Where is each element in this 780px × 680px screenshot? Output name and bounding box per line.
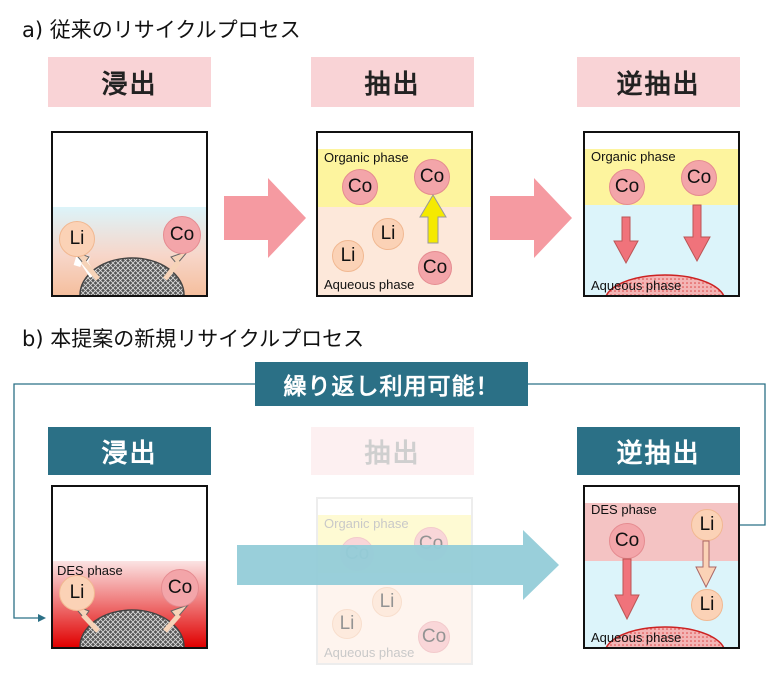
co-ion: Co: [681, 160, 717, 196]
li-ion: Li: [332, 609, 362, 639]
li-ion: Li: [691, 509, 723, 541]
stage-b-extraction: 抽出: [311, 427, 474, 475]
process-arrow-a2: [490, 178, 572, 258]
li-ion: Li: [59, 575, 95, 611]
transfer-arrow-up: [419, 194, 447, 244]
section-b-heading: b) 本提案の新規リサイクルプロセス: [22, 327, 365, 351]
co-ion: Co: [414, 159, 450, 195]
stage-a-extraction: 抽出: [311, 57, 474, 107]
aqueous-phase-label: Aqueous phase: [591, 630, 682, 645]
organic-phase-label: Organic phase: [324, 516, 409, 531]
reusable-banner: 繰り返し利用可能！: [255, 362, 528, 406]
stripping-arrows: [605, 540, 725, 647]
aqueous-phase-label: Aqueous phase: [324, 277, 415, 292]
li-ion: Li: [691, 589, 723, 621]
cathode-material: [71, 603, 190, 647]
organic-phase-label: Organic phase: [591, 149, 676, 164]
li-ion: Li: [372, 218, 404, 250]
leaching-vessel-b: DES phase Li Co: [51, 485, 208, 649]
process-arrow-a1: [224, 178, 306, 258]
co-ion: Co: [418, 621, 450, 653]
extraction-vessel-a: Organic phase Co Co Li Li Co Aqueous pha…: [316, 131, 473, 297]
co-ion: Co: [163, 216, 201, 254]
leaching-vessel-a: Li Co: [51, 131, 208, 297]
li-ion: Li: [332, 240, 364, 272]
stage-b-leaching: 浸出: [48, 427, 211, 475]
precipitation-arrows: [605, 204, 725, 295]
stripping-vessel-b: DES phase Co Li Li Aqueous phase: [583, 485, 740, 649]
des-phase-label: DES phase: [591, 502, 657, 517]
stage-a-leaching: 浸出: [48, 57, 211, 107]
des-phase-label: DES phase: [57, 563, 123, 578]
extraction-vessel-b-skipped: Organic phase Co Co Li Li Co Aqueous pha…: [316, 497, 473, 665]
co-ion: Co: [609, 169, 645, 205]
organic-phase-label: Organic phase: [324, 150, 409, 165]
co-ion: Co: [342, 169, 378, 205]
stripping-vessel-a: Organic phase Co Co Aqueous phase: [583, 131, 740, 297]
stage-b-stripping: 逆抽出: [577, 427, 740, 475]
li-ion: Li: [59, 221, 95, 257]
aqueous-phase-label: Aqueous phase: [591, 278, 682, 293]
co-ion: Co: [418, 251, 452, 285]
co-ion: Co: [161, 569, 199, 607]
section-a-heading: a) 従来のリサイクルプロセス: [22, 18, 301, 42]
aqueous-phase-label: Aqueous phase: [324, 645, 415, 660]
cathode-material: [71, 249, 190, 295]
li-ion: Li: [372, 587, 402, 617]
stage-a-stripping: 逆抽出: [577, 57, 740, 107]
co-ion: Co: [609, 523, 645, 559]
bypass-arrow: [237, 530, 559, 600]
